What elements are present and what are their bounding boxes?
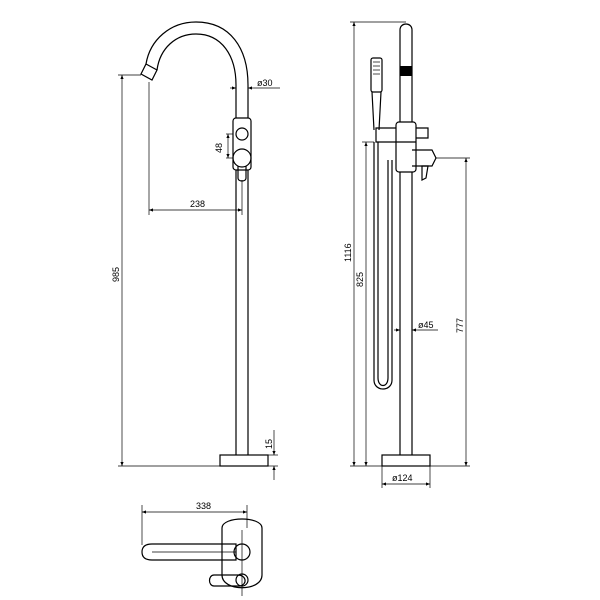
mixer-body	[232, 117, 252, 171]
lever-handle	[237, 166, 247, 182]
side-base-plate	[381, 454, 431, 467]
aerator	[400, 66, 412, 76]
side-outlet-tip	[421, 165, 429, 181]
dim-body-height: 48	[214, 143, 224, 153]
shower-hose	[373, 142, 393, 390]
dim-handshower-height: 825	[355, 272, 365, 287]
handshower-handle	[371, 91, 382, 131]
side-lever	[416, 127, 429, 139]
side-column-top	[399, 23, 413, 122]
base-plate	[219, 454, 269, 467]
dim-plan-width: 338	[196, 501, 211, 511]
handshower-nozzles	[373, 61, 380, 75]
dim-outlet-height: 777	[455, 318, 465, 333]
plan-base	[221, 518, 263, 589]
lever-hub	[232, 148, 252, 168]
dim-spout-reach: 238	[190, 199, 205, 209]
dim-column-diameter: ø45	[418, 320, 434, 330]
shower-hose-inner	[377, 142, 389, 387]
side-mixer-body	[395, 121, 417, 173]
front-view: ø30 48 238 985 15	[111, 21, 280, 480]
spout-tip	[140, 63, 158, 81]
cartridge-top	[235, 127, 249, 141]
handshower-head	[370, 57, 383, 93]
spout-outer	[145, 21, 249, 86]
dim-base-diameter: ø124	[392, 473, 413, 483]
handshower-holder	[375, 127, 396, 143]
dim-spout-diameter: ø30	[257, 78, 273, 88]
dim-overall-height: 1116	[343, 243, 353, 262]
dim-spout-height: 985	[111, 267, 121, 282]
plan-view: 338	[141, 501, 263, 596]
side-view: 1116 825 777 ø45 ø124	[343, 21, 470, 488]
dim-base-thickness: 15	[264, 439, 274, 449]
spout-inner	[156, 33, 237, 86]
